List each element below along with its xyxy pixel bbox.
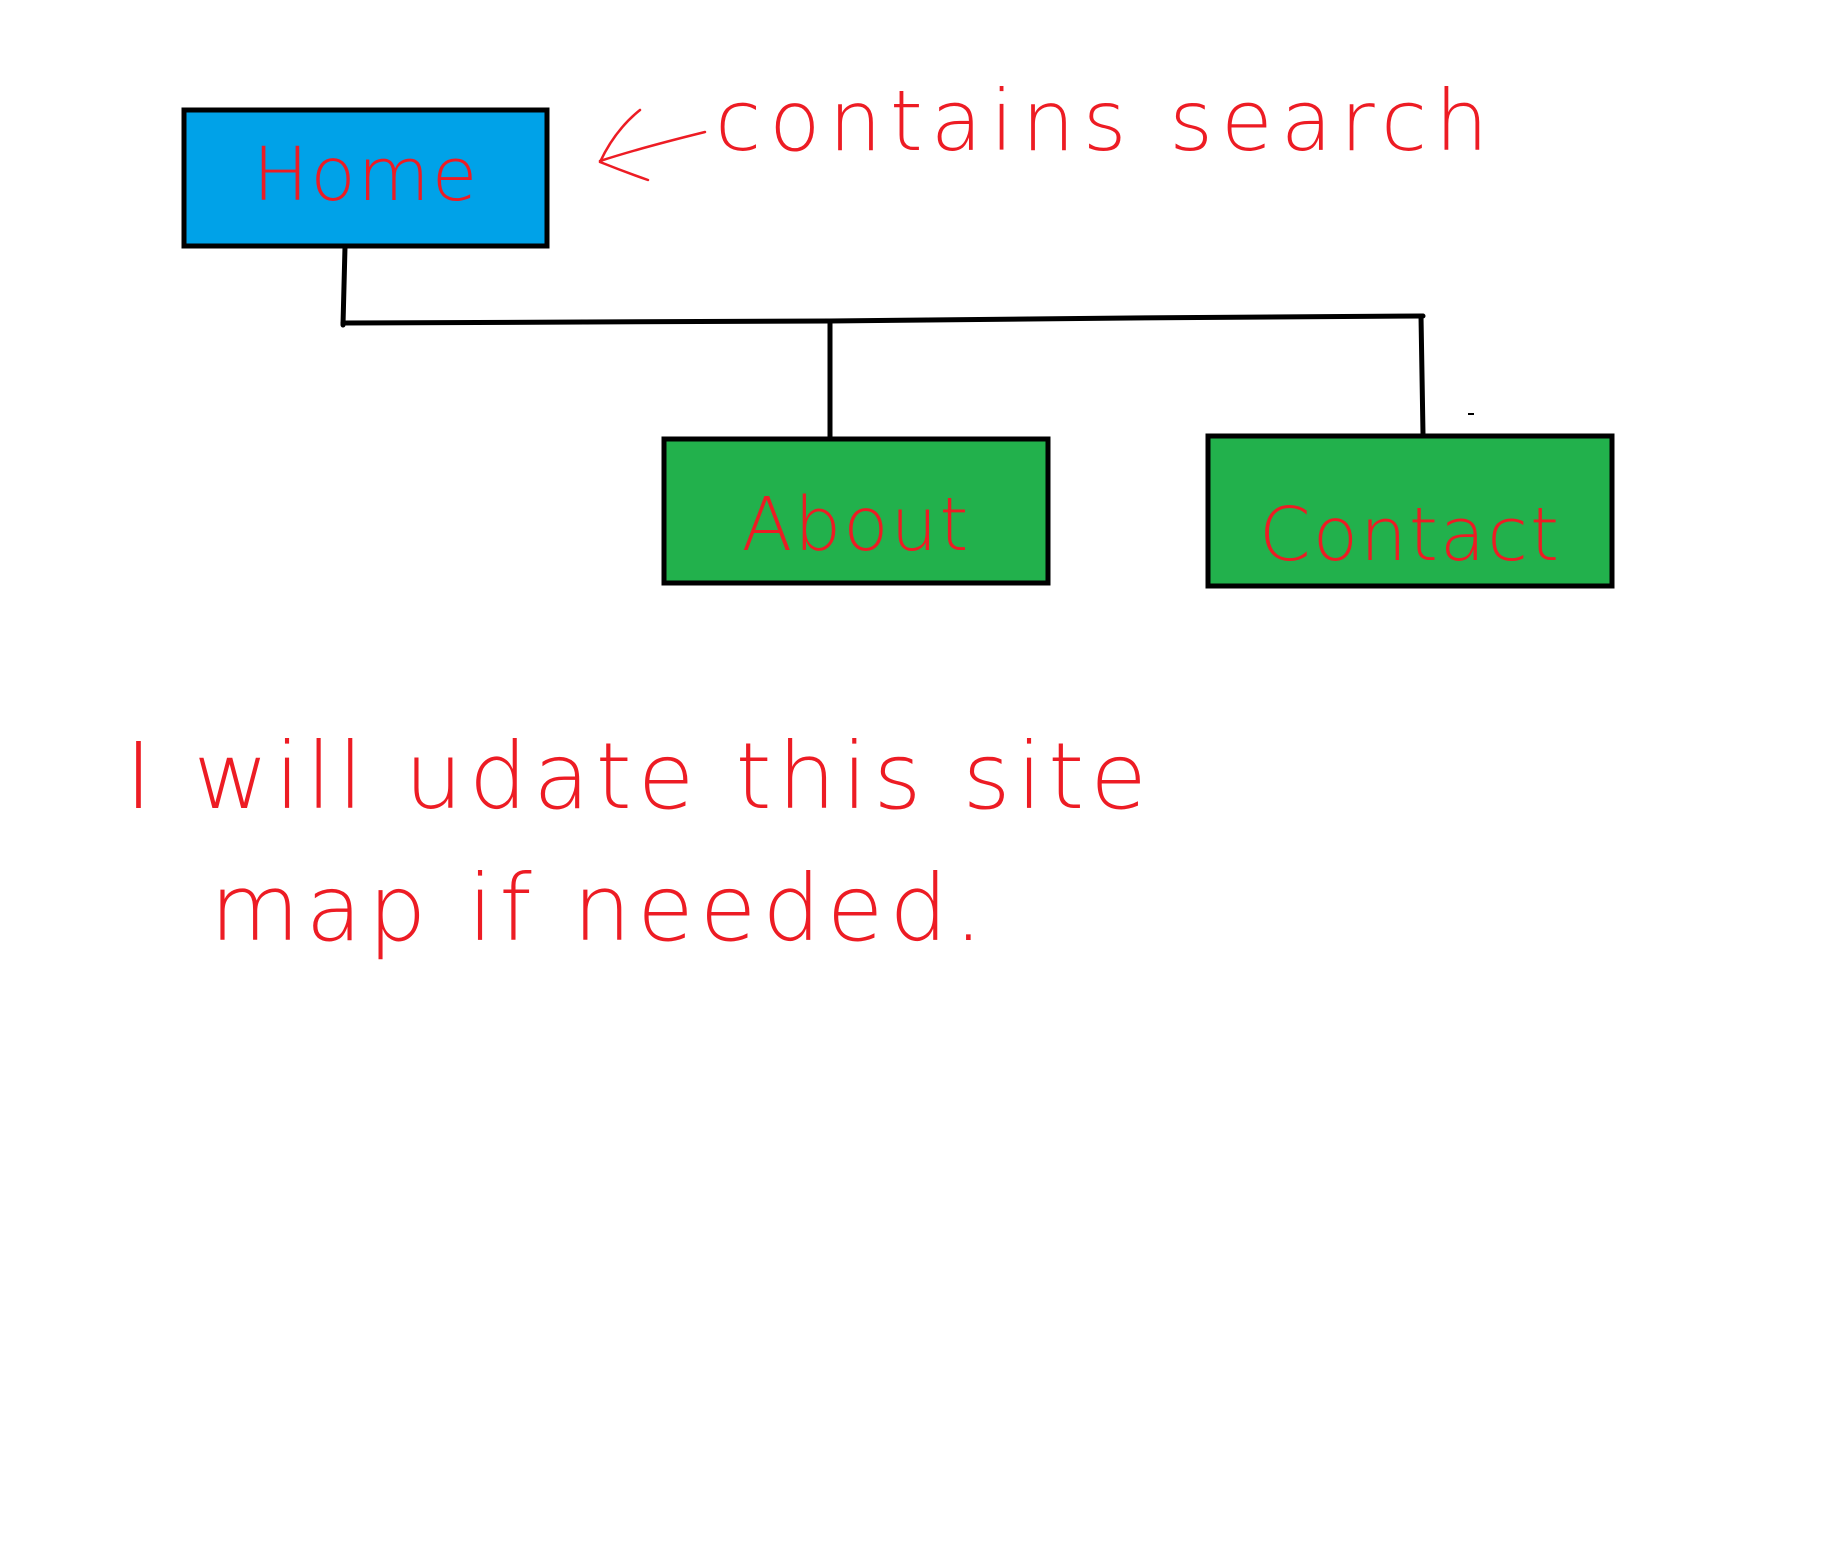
about-label: About: [742, 482, 971, 568]
contact-stem-connector: [1418, 313, 1426, 437]
home-annotation: contains search: [598, 72, 1496, 182]
home-stem-connector: [340, 244, 348, 328]
home-annotation-text: contains search: [715, 72, 1496, 170]
home-box: [181, 107, 550, 249]
contact-label: Contact: [1259, 492, 1561, 578]
left-arrow-icon: [598, 108, 707, 182]
node-home: Home: [181, 107, 550, 249]
footnote-line-2: map if needed.: [210, 855, 989, 962]
node-contact: Contact: [1205, 433, 1615, 589]
footnote-line-1: I will udate this site: [125, 723, 1153, 830]
home-label: Home: [253, 132, 480, 218]
horizontal-connector: [340, 313, 1426, 326]
connector-lines: [340, 244, 1426, 440]
about-box: [661, 436, 1051, 586]
contact-box: [1205, 433, 1615, 589]
node-about: About: [661, 436, 1051, 586]
footnote: I will udate this site map if needed.: [125, 723, 1153, 962]
